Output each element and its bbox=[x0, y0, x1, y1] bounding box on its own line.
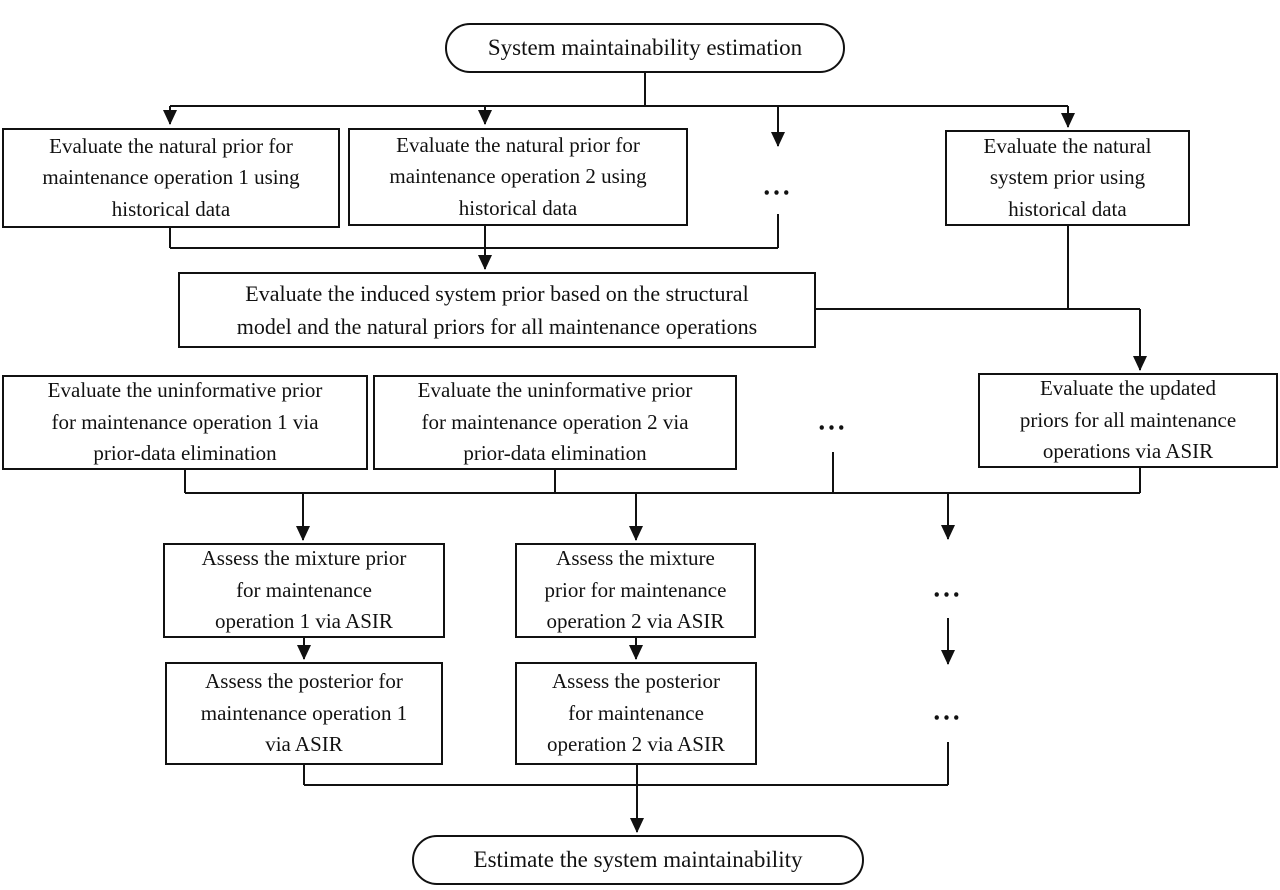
uninformative-prior-op1-box: Evaluate the uninformative prior for mai… bbox=[2, 375, 368, 470]
mixture-prior-op2-box: Assess the mixture prior for maintenance… bbox=[515, 543, 756, 638]
connector-lines bbox=[169, 73, 1141, 786]
start-terminal: System maintainability estimation bbox=[445, 23, 845, 73]
mixture-prior-op1-box: Assess the mixture prior for maintenance… bbox=[163, 543, 445, 638]
posterior-op2-box: Assess the posterior for maintenance ope… bbox=[515, 662, 757, 765]
row3-ellipsis: ... bbox=[818, 405, 848, 436]
posterior-op1-box: Assess the posterior for maintenance ope… bbox=[165, 662, 443, 765]
row4-ellipsis: ... bbox=[933, 572, 963, 603]
uninformative-prior-op2-box: Evaluate the uninformative prior for mai… bbox=[373, 375, 737, 470]
updated-priors-box: Evaluate the updated priors for all main… bbox=[978, 373, 1278, 468]
end-terminal: Estimate the system maintainability bbox=[412, 835, 864, 885]
natural-prior-op1-box: Evaluate the natural prior for maintenan… bbox=[2, 128, 340, 228]
natural-prior-op2-box: Evaluate the natural prior for maintenan… bbox=[348, 128, 688, 226]
row5-ellipsis: ... bbox=[933, 695, 963, 726]
natural-system-prior-box: Evaluate the natural system prior using … bbox=[945, 130, 1190, 226]
induced-system-prior-box: Evaluate the induced system prior based … bbox=[178, 272, 816, 348]
row1-ellipsis: ... bbox=[763, 170, 793, 201]
connector-arrows bbox=[163, 106, 1147, 833]
